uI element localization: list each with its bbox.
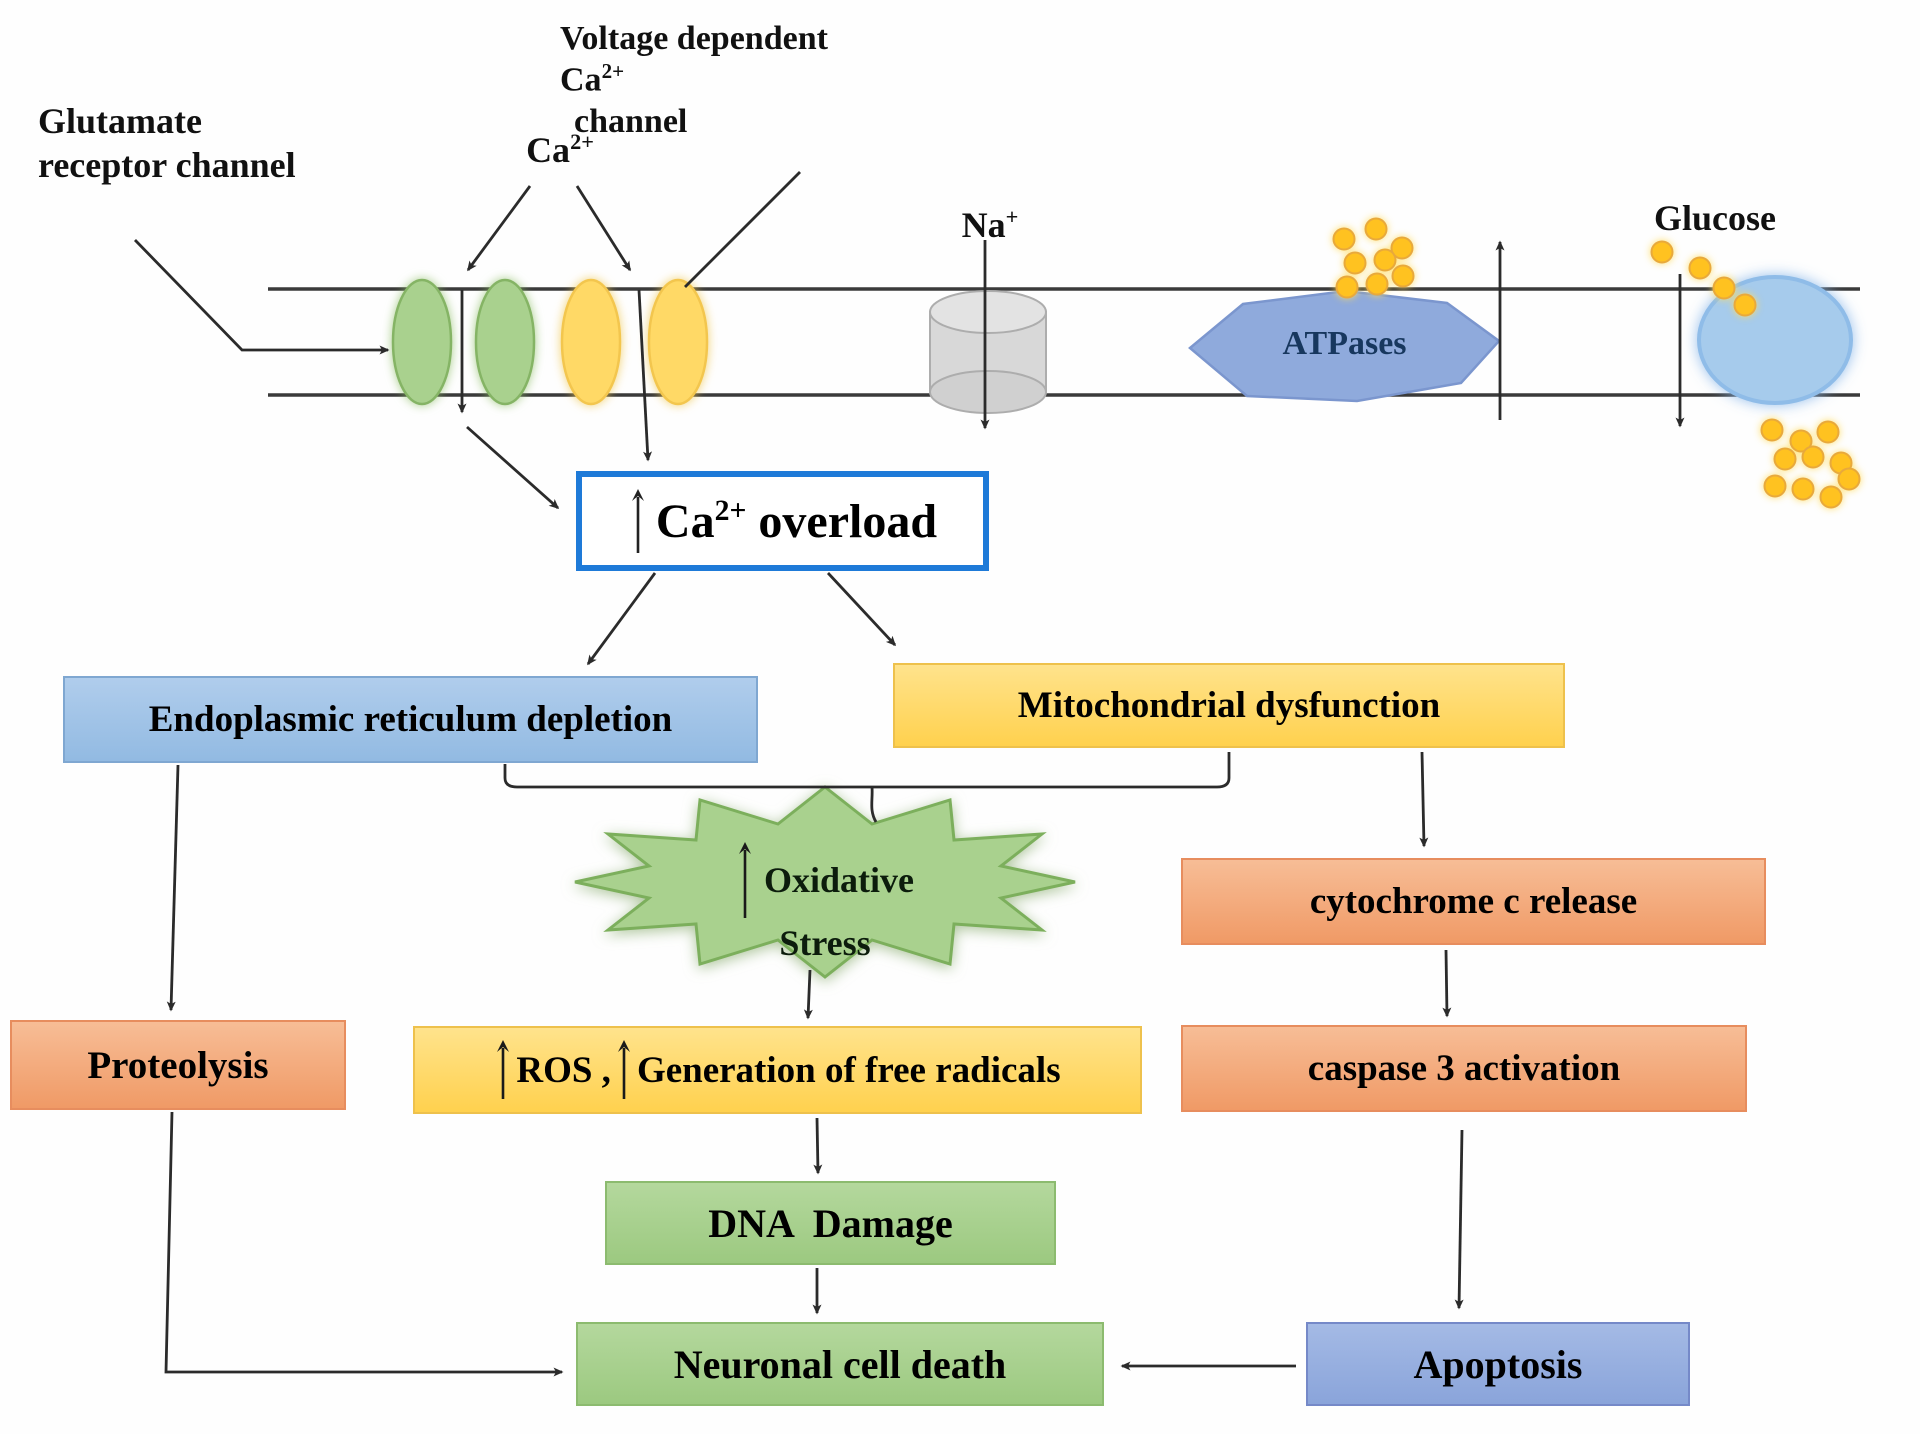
node-label-line1: Oxidative — [764, 860, 914, 900]
cell-membrane — [268, 287, 1860, 397]
calcium-ion-label: Ca2+ — [526, 129, 594, 170]
node-ros-free-radicals: ROS , Generation of free radicals — [413, 1026, 1142, 1114]
node-label: cytochrome c release — [1309, 881, 1638, 922]
node-apoptosis: Apoptosis — [1306, 1322, 1690, 1406]
glutamate-receptor-label: Glutamate receptor channel — [38, 101, 296, 185]
voltage-dependent-calcium-channel-icon — [560, 278, 709, 406]
node-label: Endoplasmic reticulum depletion — [148, 699, 673, 740]
node-mito-dysfunction: Mitochondrial dysfunction — [893, 663, 1565, 748]
node-label: Ca2+ overload — [655, 493, 938, 548]
oxidative-stress-starburst — [574, 785, 1076, 979]
arrow-overload-to-er — [586, 572, 657, 666]
node-neuronal-cell-death: Neuronal cell death — [576, 1322, 1104, 1406]
glucose-label: Glucose — [1654, 198, 1776, 238]
stub-bracket-to-starburst — [870, 786, 878, 823]
arrow-glutamate-to-receptor — [133, 239, 390, 355]
arrow-starburst-to-ros — [803, 969, 813, 1020]
line-voltage-label-to-channel — [684, 171, 801, 288]
glucose-molecule-dots-outside — [1650, 240, 1757, 317]
voltage-channel-label: Voltage dependent Ca2+ channel — [560, 20, 828, 141]
increase-arrow-icon — [631, 489, 644, 553]
sodium-ion-label: Na+ — [961, 204, 1019, 245]
arrow-calcium-left — [466, 185, 532, 272]
bracket-er-mito — [503, 752, 1231, 789]
arrow-cytochrome-to-caspase — [1442, 949, 1452, 1018]
arrow-er-to-proteolysis — [166, 764, 180, 1012]
arrow-ros-to-dna — [813, 1117, 823, 1175]
node-label: caspase 3 activation — [1307, 1048, 1621, 1089]
node-oxidative-stress: Oxidative Stress — [600, 838, 1050, 964]
node-label: DNA Damage — [708, 1200, 953, 1246]
arrow-calcium-right — [575, 185, 632, 272]
sodium-channel-icon — [929, 290, 1047, 414]
arrow-caspase-to-apoptosis — [1454, 1129, 1464, 1310]
node-label-line2: Stress — [779, 923, 871, 963]
node-cytochrome-release: cytochrome c release — [1181, 858, 1766, 945]
node-label: Neuronal cell death — [673, 1341, 1007, 1387]
arrow-channel-to-overload — [637, 289, 653, 462]
glutamate-receptor-channel-icon — [391, 278, 536, 406]
arrow-mito-to-cytochrome — [1419, 751, 1429, 848]
atp-molecule-dots — [1332, 217, 1415, 299]
node-ca-overload: Ca2+ overload — [576, 471, 989, 571]
node-label: Mitochondrial dysfunction — [1017, 685, 1441, 726]
node-label: Proteolysis — [87, 1043, 269, 1087]
node-dna-damage: DNA Damage — [605, 1181, 1056, 1265]
node-proteolysis: Proteolysis — [10, 1020, 346, 1110]
increase-arrow-icon — [497, 1040, 510, 1099]
connector-arrows — [133, 171, 1685, 1377]
node-label-part1: ROS , — [516, 1049, 611, 1091]
node-label-part2: Generation of free radicals — [636, 1049, 1061, 1091]
glucose-molecule-dots-inside — [1760, 418, 1861, 509]
increase-arrow-icon — [617, 1040, 630, 1099]
increase-arrow-icon — [739, 842, 751, 918]
node-er-depletion: Endoplasmic reticulum depletion — [63, 676, 758, 763]
node-caspase-activation: caspase 3 activation — [1181, 1025, 1747, 1112]
arrow-overload-to-mito — [826, 572, 897, 647]
node-label: Apoptosis — [1413, 1341, 1583, 1387]
arrow-receptor-to-overload — [466, 425, 560, 510]
atpases-label: ATPases — [1282, 325, 1407, 362]
arrow-proteolysis-to-neuronal — [164, 1111, 564, 1377]
